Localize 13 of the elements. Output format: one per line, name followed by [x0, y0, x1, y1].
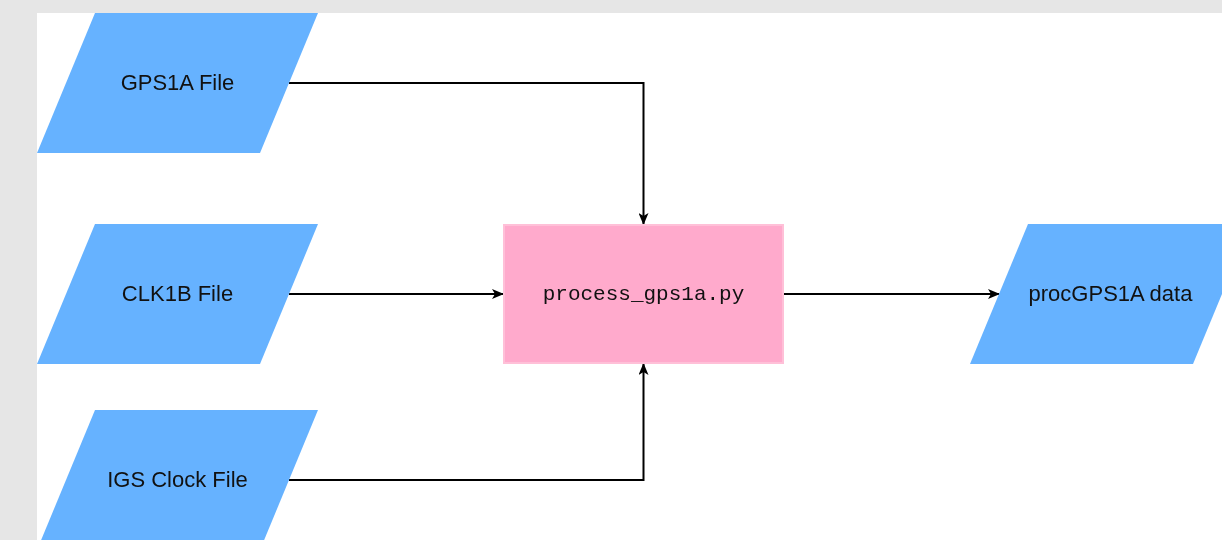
data-label: GPS1A File — [119, 69, 236, 97]
data-label: CLK1B File — [120, 280, 235, 308]
data-parallelogram — [37, 224, 318, 364]
script-name: process_gps1a.py — [541, 281, 746, 308]
arrow — [288, 363, 649, 481]
arrow — [288, 82, 649, 225]
arrow — [288, 289, 504, 299]
arrow — [783, 289, 1000, 299]
data-label: IGS Clock File — [106, 466, 249, 494]
data-parallelogram — [37, 13, 318, 153]
process-box — [503, 224, 784, 364]
data-label: procGPS1A data — [1027, 280, 1194, 308]
data-parallelogram — [970, 224, 1222, 364]
